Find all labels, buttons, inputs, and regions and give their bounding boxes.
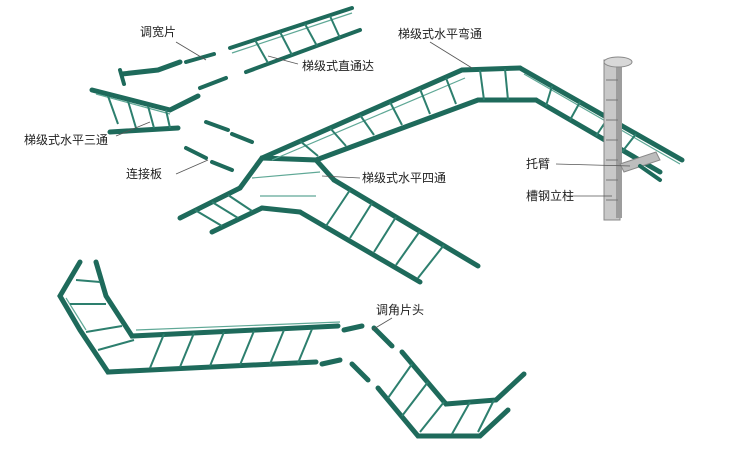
support-arm xyxy=(619,151,661,173)
label-horizontal-elbow: 梯级式水平弯通 xyxy=(398,26,482,41)
horizontal-tee xyxy=(89,87,254,172)
lower-vertical-elbow xyxy=(57,259,395,383)
horizontal-cross xyxy=(177,65,539,285)
label-connecting-plate: 连接板 xyxy=(126,166,162,181)
channel-steel-column xyxy=(603,56,662,221)
label-support-tube: 托臂 xyxy=(526,157,550,171)
label-straight-section: 梯级式直通达 xyxy=(302,59,374,73)
lower-rising-section xyxy=(375,349,527,439)
upper-straight-ladder xyxy=(228,6,362,74)
label-horizontal-cross: 梯级式水平四通 xyxy=(362,171,446,185)
label-horizontal-tee: 梯级式水平三通 xyxy=(24,133,108,147)
width-adjust-plate xyxy=(118,52,228,90)
label-angle-adjust-plate: 调角片头 xyxy=(376,303,424,317)
label-channel-column: 槽钢立柱 xyxy=(526,188,574,203)
label-adjust-width-plate: 调宽片 xyxy=(140,24,176,39)
leader-lines xyxy=(115,41,631,331)
